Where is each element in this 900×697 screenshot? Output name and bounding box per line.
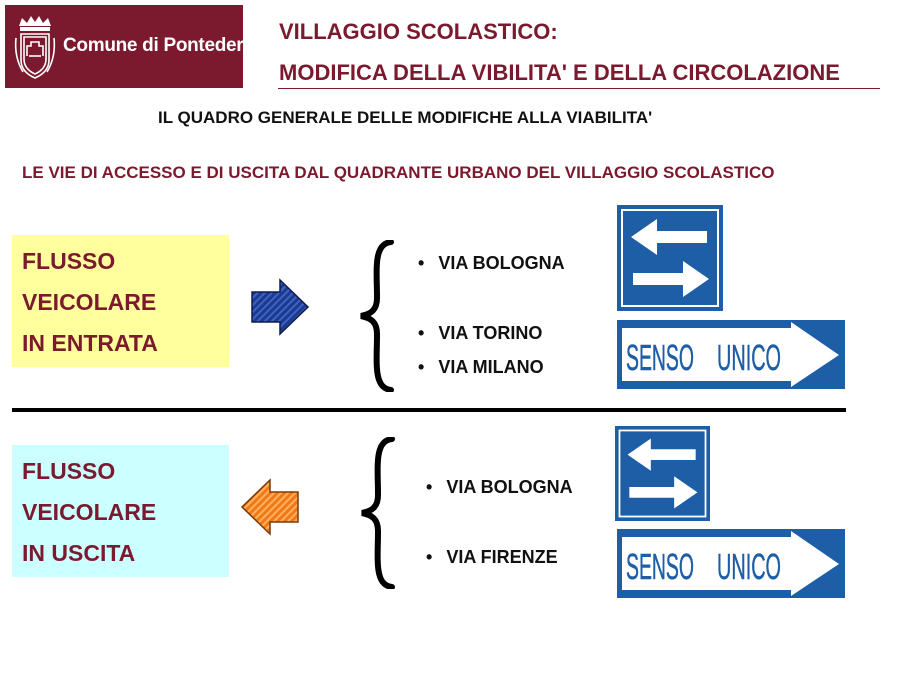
one-way-sign-icon: SENSO UNICO [617, 529, 845, 598]
page-title-line-1: VILLAGGIO SCOLASTICO: [279, 19, 558, 44]
arrow-right-icon [251, 278, 310, 336]
one-way-sign-text: SENSO [626, 337, 694, 378]
outbound-label-line: VEICOLARE [22, 499, 157, 525]
outbound-street-item: VIA FIRENZE [426, 547, 557, 568]
inbound-label-line: FLUSSO [22, 248, 116, 274]
outbound-label-line: IN USCITA [22, 540, 136, 566]
one-way-sign-text: UNICO [717, 337, 781, 378]
section-divider [12, 408, 846, 412]
outbound-label-line: FLUSSO [22, 458, 116, 484]
city-seal-icon [14, 16, 56, 79]
inbound-flow-label: FLUSSO VEICOLARE IN ENTRATA [12, 235, 229, 367]
section-heading: LE VIE DI ACCESSO E DI USCITA DAL QUADRA… [22, 163, 775, 182]
inbound-label-line: IN ENTRATA [22, 330, 158, 356]
one-way-sign-text: UNICO [717, 546, 781, 587]
header-divider [278, 88, 880, 89]
inbound-street-item: VIA MILANO [418, 357, 543, 378]
two-way-traffic-sign-icon [617, 205, 723, 311]
one-way-sign-icon: SENSO UNICO [617, 320, 845, 389]
curly-brace-icon [360, 240, 394, 392]
inbound-label-line: VEICOLARE [22, 289, 157, 315]
arrow-left-icon [240, 478, 299, 536]
curly-brace-icon [361, 437, 395, 589]
page-title-line-2: MODIFICA DELLA VIBILITA' E DELLA CIRCOLA… [279, 60, 840, 85]
inbound-street-item: VIA BOLOGNA [418, 253, 564, 274]
logo-text: Comune di Pontedera [63, 35, 254, 56]
one-way-sign-text: SENSO [626, 546, 694, 587]
two-way-traffic-sign-icon [615, 426, 710, 521]
logo-banner: Comune di Pontedera [5, 5, 254, 88]
outbound-street-item: VIA BOLOGNA [426, 477, 572, 498]
inbound-street-item: VIA TORINO [418, 323, 542, 344]
subtitle: IL QUADRO GENERALE DELLE MODIFICHE ALLA … [158, 108, 653, 127]
outbound-flow-label: FLUSSO VEICOLARE IN USCITA [12, 445, 229, 577]
